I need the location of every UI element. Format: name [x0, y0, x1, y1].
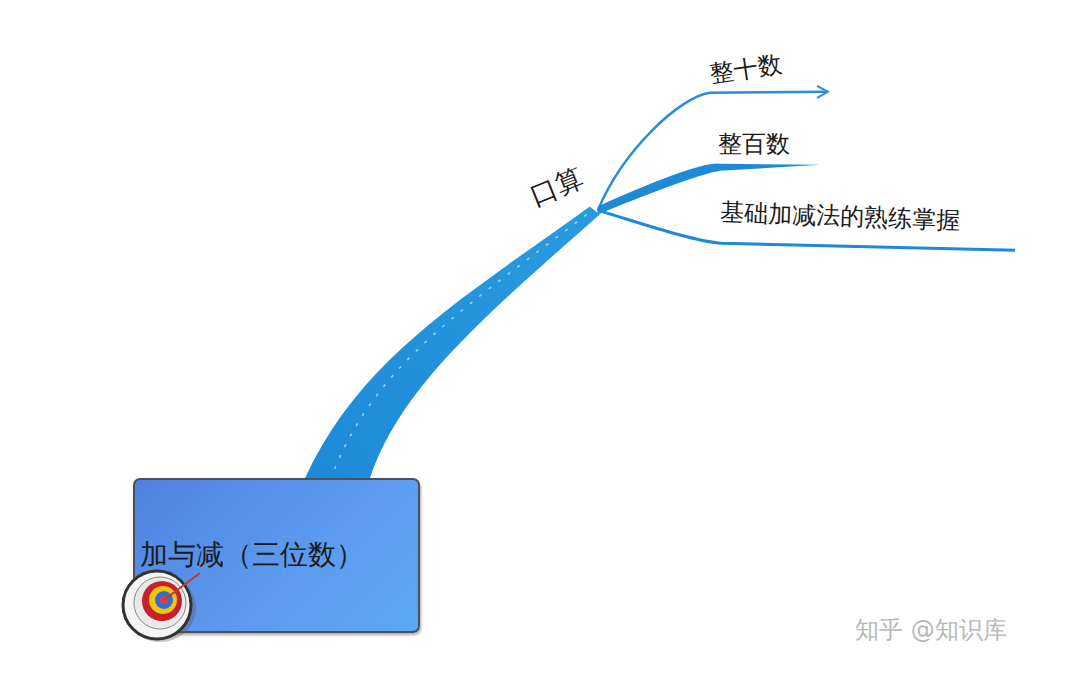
main-branch	[305, 206, 600, 479]
branch-topic: 整百数	[718, 130, 794, 159]
branch-topic: 口算	[526, 161, 592, 213]
branch-topic: 基础加减法的熟练掌握	[720, 198, 965, 235]
target-icon	[123, 571, 200, 642]
branch-texture	[335, 210, 592, 469]
topic-text: 口算	[526, 161, 592, 213]
topic-text: 基础加减法的熟练掌握	[720, 198, 965, 235]
central-topic-box: 加与减（三位数）	[133, 478, 420, 633]
topic-text: 整百数	[718, 130, 794, 159]
topic-text: 整十数	[708, 50, 787, 89]
watermark: 知乎 @知识库	[855, 614, 1007, 646]
central-topic-text: 加与减（三位数）	[140, 538, 418, 572]
branch-topic: 整十数	[708, 50, 787, 89]
